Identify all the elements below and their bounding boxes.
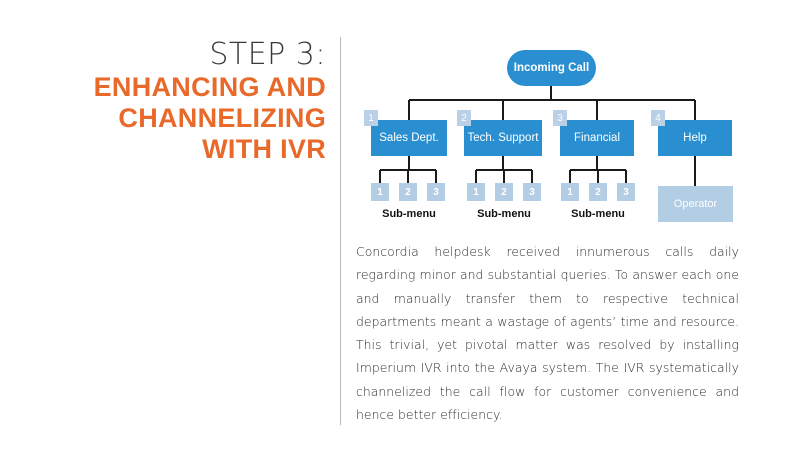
option-number-2: 2 <box>457 110 471 126</box>
option-number-4: 4 <box>651 110 665 126</box>
financial-submenu-label: Sub-menu <box>571 208 625 220</box>
tech-submenu-1: 1 <box>467 183 485 201</box>
step-label: STEP 3: <box>209 37 326 72</box>
connector-lines <box>379 86 696 186</box>
tech-support-node: Tech. Support <box>464 120 542 156</box>
heading-line-1: ENHANCING AND <box>93 72 326 102</box>
heading-line-3: WITH IVR <box>202 134 326 164</box>
sales-submenu-3: 3 <box>427 183 445 201</box>
ivr-flow-diagram: Incoming Call Sales Dept. 1 Tech. Suppor… <box>364 50 733 222</box>
financial-node: Financial <box>560 120 634 156</box>
option-number-1: 1 <box>364 110 378 126</box>
financial-submenu-1: 1 <box>561 183 579 201</box>
sales-submenu-2: 2 <box>399 183 417 201</box>
incoming-call-node: Incoming Call <box>507 50 596 86</box>
tech-submenu-3: 3 <box>523 183 541 201</box>
sales-submenu-1: 1 <box>371 183 389 201</box>
tech-submenu-2: 2 <box>495 183 513 201</box>
sales-submenu-label: Sub-menu <box>382 208 436 220</box>
financial-submenu-2: 2 <box>589 183 607 201</box>
slide-title: STEP 3: ENHANCING AND CHANNELIZING WITH … <box>94 38 326 165</box>
help-node: Help <box>658 120 732 156</box>
heading-line-2: CHANNELIZING <box>118 103 326 133</box>
tech-submenu-label: Sub-menu <box>477 208 531 220</box>
option-number-3: 3 <box>553 110 567 126</box>
vertical-divider <box>340 37 341 425</box>
operator-node: Operator <box>658 186 733 222</box>
sales-dept-node: Sales Dept. <box>371 120 447 156</box>
description-paragraph: Concordia helpdesk received innumerous c… <box>356 244 739 423</box>
financial-submenu-3: 3 <box>617 183 635 201</box>
